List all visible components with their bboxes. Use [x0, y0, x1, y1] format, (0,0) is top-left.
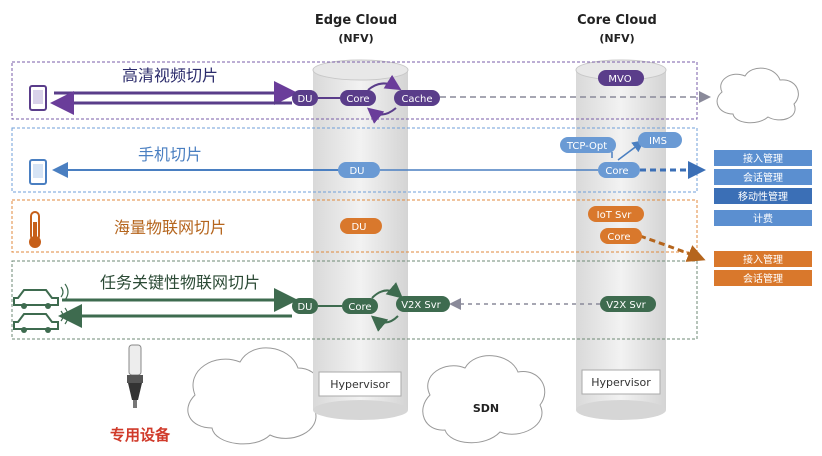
mobile-function-box: [714, 210, 812, 226]
slice-title-v2x: 任务关键性物联网切片: [100, 273, 260, 292]
v2x-du-node: DU: [292, 298, 318, 314]
core-hypervisor-box: [581, 369, 661, 395]
slice-title-video: 高清视频切片: [122, 66, 218, 85]
svg-text:Core: Core: [605, 166, 628, 177]
mobile-ims-node: IMS: [638, 132, 682, 148]
edge-cloud-cylinder: Hypervisor: [312, 59, 409, 420]
svg-text:IMS: IMS: [649, 136, 667, 147]
car-icon-top: [13, 283, 69, 309]
phone-icon-video: [29, 85, 47, 111]
right-cloud: [716, 67, 799, 124]
mobile-function-box: [714, 169, 812, 185]
svg-text:Cache: Cache: [401, 94, 432, 105]
svg-text:IoT Svr: IoT Svr: [597, 210, 633, 221]
mobile-function-session: 会话管理: [743, 171, 783, 184]
v2x-core-svr-node: V2X Svr: [600, 296, 656, 312]
svg-text:MVO: MVO: [608, 74, 631, 85]
core-cloud-cylinder: Hypervisor: [575, 59, 667, 420]
mobile-function-access: 接入管理: [743, 152, 783, 165]
v2x-core-svr-arc-bottom: [370, 315, 399, 332]
mobile-tcp-opt-node: TCP-Opt: [560, 137, 616, 153]
svg-text:DU: DU: [349, 166, 364, 177]
video-mvo-node: MVO: [598, 70, 644, 86]
core-cloud-subtitle: (NFV): [599, 32, 634, 45]
left-cloud: [187, 347, 323, 445]
video-du-node: DU: [292, 90, 318, 106]
svg-text:Core: Core: [607, 232, 630, 243]
v2x-core-node: Core: [342, 298, 378, 314]
video-core-cache-arc-bottom: [366, 107, 397, 124]
iot-function-access: 接入管理: [743, 253, 783, 266]
dedicated-device-icon: [127, 344, 143, 408]
iot-function-box: [714, 251, 812, 267]
svg-text:V2X Svr: V2X Svr: [606, 300, 646, 311]
core-hypervisor-label: Hypervisor: [591, 376, 651, 389]
v2x-edge-svr-node: V2X Svr: [396, 296, 450, 312]
v2x-core-svr-arc-top: [371, 282, 404, 299]
mobile-core-ims-link: [617, 140, 645, 161]
slice-title-iot: 海量物联网切片: [114, 218, 226, 237]
dedicated-device-label: 专用设备: [110, 426, 171, 444]
slice-box-iot: [11, 199, 698, 253]
slice-box-v2x: [11, 260, 698, 340]
svg-text:Core: Core: [348, 302, 371, 313]
svg-text:DU: DU: [297, 302, 312, 313]
mobile-function-charging: 计费: [753, 212, 773, 225]
iot-svr-node: IoT Svr: [588, 206, 644, 222]
edge-hypervisor-label: Hypervisor: [330, 378, 390, 391]
phone-icon-mobile: [29, 159, 47, 185]
edge-cloud-subtitle: (NFV): [338, 32, 373, 45]
mobile-core-node: Core: [598, 162, 640, 178]
thermometer-icon: [29, 211, 41, 248]
svg-text:DU: DU: [351, 222, 366, 233]
slice-title-mobile: 手机切片: [138, 145, 202, 164]
core-cloud-title: Core Cloud: [577, 13, 657, 28]
slice-box-video: [11, 61, 698, 120]
mobile-function-mobility: 移动性管理: [738, 190, 788, 203]
svg-text:DU: DU: [297, 94, 312, 105]
mobile-function-box: [714, 150, 812, 166]
car-icon-bottom: [13, 307, 69, 333]
edge-cloud-title: Edge Cloud: [315, 13, 397, 28]
video-cache-node: Cache: [394, 90, 440, 106]
mobile-function-box: [714, 188, 812, 204]
edge-hypervisor-box: [318, 371, 402, 397]
iot-functions-panel: 接入管理 会话管理: [714, 251, 812, 286]
video-core-cache-arc-top: [367, 74, 402, 91]
iot-function-session: 会话管理: [743, 272, 783, 285]
svg-text:TCP-Opt: TCP-Opt: [566, 141, 607, 152]
mobile-du-node: DU: [338, 162, 380, 178]
svg-text:V2X Svr: V2X Svr: [401, 300, 441, 311]
sdn-cloud: [422, 355, 546, 444]
slice-box-mobile: [11, 127, 698, 193]
svg-text:Core: Core: [346, 94, 369, 105]
iot-du-node: DU: [340, 218, 382, 234]
sdn-label: SDN: [473, 402, 499, 415]
iot-function-box: [714, 270, 812, 286]
video-core-node: Core: [340, 90, 376, 106]
iot-core-node: Core: [600, 228, 642, 244]
mobile-functions-panel: 接入管理 会话管理 移动性管理 计费: [714, 150, 812, 226]
